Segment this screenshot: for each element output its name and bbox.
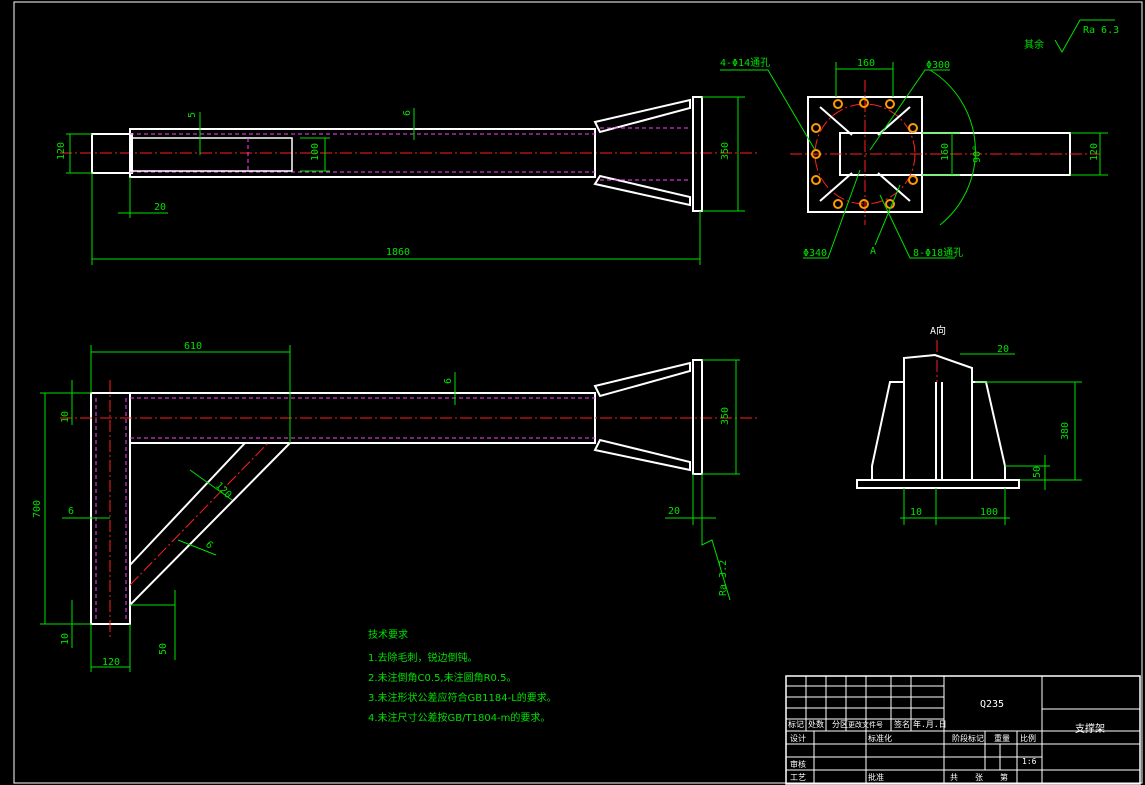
dim-a-base: 50: [1032, 466, 1043, 478]
dim-side-bottom-width: 120: [102, 657, 120, 668]
rev-header: 分区: [832, 720, 848, 729]
dim-a-width-right: 100: [980, 507, 998, 518]
dim-side-bottom-gap: 10: [60, 633, 71, 645]
scale-value: 1:6: [1022, 757, 1037, 766]
sheet-total-label: 共: [950, 773, 958, 782]
dim-front-gap: 5: [187, 112, 198, 118]
dim-front-plate: 350: [720, 142, 731, 160]
rev-header: 签名: [894, 719, 910, 729]
side-view: 610 350 6 700 10 10 6 120 6 120 50 20 Ra…: [32, 341, 760, 672]
label-view-arrow: A: [870, 246, 876, 257]
rev-header: 处数: [808, 719, 824, 729]
a-view-tube: [903, 353, 973, 480]
dim-tube-height: 160: [940, 143, 951, 161]
front-end-cap: [91, 133, 133, 174]
a-view: A向 20 380 50 10 100: [856, 324, 1082, 525]
label-holes-small: 4-Φ14通孔: [720, 57, 770, 69]
pcd-circle: [814, 103, 916, 205]
label-holes-large: 8-Φ18通孔: [913, 247, 963, 259]
dim-front-overall: 1860: [386, 247, 410, 258]
dim-front-height: 120: [56, 142, 67, 160]
part-name: 支撑架: [1075, 722, 1105, 735]
title-block: Q235 支撑架 标记 处数 分区 更改文件号 签名 年.月.日 设计 标准化 …: [785, 675, 1141, 785]
tech-requirements: 技术要求 1.去除毛刺，锐边倒钝。 2.未注倒角C0.5,未注圆角R0.5。 3…: [368, 628, 557, 724]
tech-item: 1.去除毛刺，锐边倒钝。: [368, 651, 478, 664]
tech-title: 技术要求: [368, 628, 408, 641]
side-diagonal-brace: [129, 442, 293, 608]
bolt-holes: [811, 98, 918, 209]
dim-tube-size: 120: [1089, 143, 1100, 161]
side-base-plate: [692, 359, 703, 475]
process-label: 工艺: [790, 773, 806, 782]
dim-side-wall-top: 6: [443, 378, 454, 384]
dim-front-insert: 20: [154, 202, 166, 213]
front-base-plate: [692, 96, 703, 212]
dim-a-top-gap: 20: [997, 344, 1009, 355]
dim-a-gap-left: 10: [910, 507, 922, 518]
material: Q235: [980, 699, 1004, 710]
roughness-symbol-end: [701, 525, 731, 601]
sheet-border: [13, 1, 1143, 784]
rev-header: 标记: [788, 719, 804, 729]
a-view-gusset-left: [871, 381, 905, 481]
label-pcd-inner: Φ340: [803, 248, 827, 259]
dim-angle: 90°: [972, 145, 983, 163]
rev-header: 更改文件号: [848, 720, 883, 729]
front-inner-slot: [129, 137, 293, 172]
design-label: 设计: [790, 733, 806, 743]
dim-brace-wall: 6: [203, 539, 215, 551]
tech-item: 2.未注倒角C0.5,未注圆角R0.5。: [368, 671, 516, 684]
approve-label: 批准: [868, 772, 884, 782]
scale-label: 比例: [1020, 733, 1036, 743]
dim-side-height: 700: [32, 500, 43, 518]
dim-a-height: 380: [1060, 422, 1071, 440]
sheet-no-label: 第: [1000, 772, 1008, 782]
a-view-gusset-right: [971, 381, 1006, 481]
front-view: 120 5 6 100 350 1860 20: [56, 96, 760, 265]
weight-label: 重量: [994, 733, 1010, 743]
dim-side-end-gap: 20: [668, 506, 680, 517]
dim-side-top-width: 610: [184, 341, 202, 352]
tech-item: 3.未注形状公差应符合GB1184-L的要求。: [368, 691, 557, 704]
label-pcd-outer: Φ300: [926, 60, 950, 71]
dim-side-top-gap: 10: [60, 411, 71, 423]
surface-finish-label: 其余: [1024, 38, 1044, 51]
dim-front-wall: 6: [402, 110, 413, 116]
angle-arc: [929, 69, 976, 226]
review-label: 审核: [790, 759, 806, 769]
dim-brace-width: 120: [213, 480, 234, 501]
surface-finish-value: Ra 6.3: [1083, 25, 1119, 36]
sheet-unit-label: 张: [975, 773, 983, 782]
a-view-title: A向: [930, 324, 946, 337]
top-view: 4-Φ14通孔 160 Φ300 Φ340 A 8-Φ18通孔 160 90° …: [720, 57, 1108, 259]
stage-mark-label: 阶段标记: [952, 733, 984, 743]
a-view-base: [856, 479, 1020, 489]
dim-bolt-pitch: 160: [857, 58, 875, 69]
standardize-label: 标准化: [868, 733, 892, 743]
tech-item: 4.未注尺寸公差按GB/T1804-m的要求。: [368, 711, 550, 724]
dim-brace-foot: 50: [158, 643, 169, 655]
front-gusset-bottom: [593, 174, 691, 207]
surface-finish-default: 其余 Ra 6.3: [1024, 19, 1119, 54]
surface-finish-end: Ra 3.2: [718, 560, 729, 596]
rev-header: 年.月.日: [913, 719, 947, 729]
dim-side-plate: 350: [720, 407, 731, 425]
roughness-symbol: [1054, 19, 1115, 54]
dim-side-left-wall: 6: [68, 506, 74, 517]
dim-front-inner-height: 100: [310, 143, 321, 161]
front-gusset-top: [593, 98, 691, 134]
